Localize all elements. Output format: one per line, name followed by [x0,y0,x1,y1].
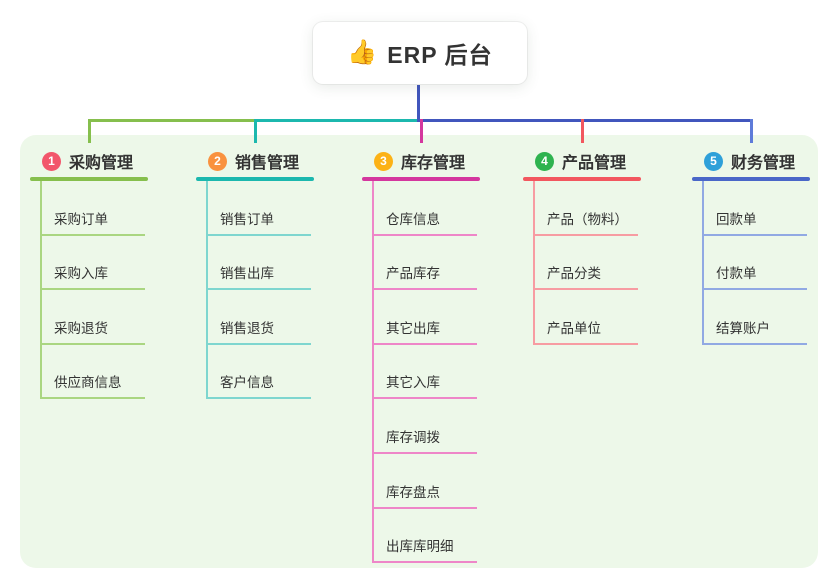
child-label: 其它入库 [386,375,440,391]
child-label: 供应商信息 [54,375,122,391]
child-node[interactable]: 付款单 [702,236,807,291]
child-label: 销售退货 [220,320,274,336]
root-label: ERP 后台 [387,42,493,68]
child-node[interactable]: 销售订单 [206,181,311,236]
child-label: 采购订单 [54,211,108,227]
child-node[interactable]: 采购退货 [40,290,145,345]
child-label: 出库库明细 [386,539,454,555]
child-label: 产品库存 [386,266,440,282]
connector-bus-segment [417,119,751,122]
branch-child-connector-line [372,181,374,564]
branch-title-1[interactable]: 1 采购管理 [30,148,148,174]
connector-root-stem [417,84,420,120]
branch-underline [362,177,480,181]
branch-2: 2 销售管理销售订单销售出库销售退货客户信息 [196,148,314,400]
connector-branch-drop [750,119,753,143]
branch-child-connector-line [702,181,704,345]
branch-label: 财务管理 [731,155,796,172]
connector-branch-drop [581,119,584,143]
child-label: 库存盘点 [386,484,440,500]
branch-underline [30,177,148,181]
connector-branch-drop [420,119,423,143]
branch-title-3[interactable]: 3 库存管理 [362,148,480,174]
branch-title-4[interactable]: 4 产品管理 [523,148,641,174]
child-node[interactable]: 产品分类 [533,236,638,291]
child-node[interactable]: 回款单 [702,181,807,236]
branch-4: 4 产品管理产品（物料） 产品分类产品单位 [523,148,641,345]
child-node[interactable]: 库存盘点 [372,454,477,509]
branch-underline [692,177,810,181]
child-node[interactable]: 客户信息 [206,345,311,400]
branch-label: 销售管理 [235,155,300,172]
child-label: 产品分类 [547,266,601,282]
child-label: 结算账户 [716,320,770,336]
connector-bus-segment [254,119,418,122]
child-label: 仓库信息 [386,211,440,227]
branch-title-2[interactable]: 2 销售管理 [196,148,314,174]
branch-5: 5 财务管理回款单付款单结算账户 [692,148,810,345]
branch-label: 库存管理 [401,155,466,172]
child-node[interactable]: 销售退货 [206,290,311,345]
branch-child-connector-line [206,181,208,400]
child-node[interactable]: 结算账户 [702,290,807,345]
child-label: 采购入库 [54,266,108,282]
branch-number-badge: 5 [704,151,723,171]
child-node[interactable]: 其它出库 [372,290,477,345]
child-label: 其它出库 [386,320,440,336]
child-node[interactable]: 采购订单 [40,181,145,236]
child-node[interactable]: 采购入库 [40,236,145,291]
mindmap-panel [20,135,818,568]
branch-child-connector-line [40,181,42,400]
child-label: 销售订单 [220,211,274,227]
child-label: 销售出库 [220,266,274,282]
branch-number-badge: 1 [42,151,61,171]
child-label: 回款单 [716,211,757,227]
branch-3: 3 库存管理仓库信息产品库存其它出库其它入库库存调拨库存盘点出库库明细 [362,148,480,564]
child-node[interactable]: 供应商信息 [40,345,145,400]
branch-title-5[interactable]: 5 财务管理 [692,148,810,174]
branch-number-badge: 4 [535,151,554,171]
child-label: 客户信息 [220,375,274,391]
connector-bus-segment [88,119,254,122]
child-node[interactable]: 其它入库 [372,345,477,400]
child-node[interactable]: 产品（物料） [533,181,638,236]
root-node[interactable]: 👍 ERP 后台 [313,22,527,84]
child-node[interactable]: 仓库信息 [372,181,477,236]
thumbs-up-icon: 👍 [347,39,378,66]
branch-label: 采购管理 [69,155,134,172]
branch-underline [523,177,641,181]
child-node[interactable]: 出库库明细 [372,509,477,564]
branch-label: 产品管理 [562,155,627,172]
child-label: 付款单 [716,266,757,282]
child-node[interactable]: 销售出库 [206,236,311,291]
child-label: 产品（物料） [547,211,628,227]
child-label: 产品单位 [547,320,601,336]
branch-1: 1 采购管理采购订单采购入库采购退货供应商信息 [30,148,148,400]
child-label: 采购退货 [54,320,108,336]
branch-underline [196,177,314,181]
branch-number-badge: 3 [374,151,393,171]
child-node[interactable]: 产品库存 [372,236,477,291]
child-label: 库存调拨 [386,429,440,445]
branch-child-connector-line [533,181,535,345]
branch-number-badge: 2 [208,151,227,171]
connector-branch-drop [254,119,257,143]
child-node[interactable]: 库存调拨 [372,399,477,454]
connector-branch-drop [88,119,91,143]
child-node[interactable]: 产品单位 [533,290,638,345]
